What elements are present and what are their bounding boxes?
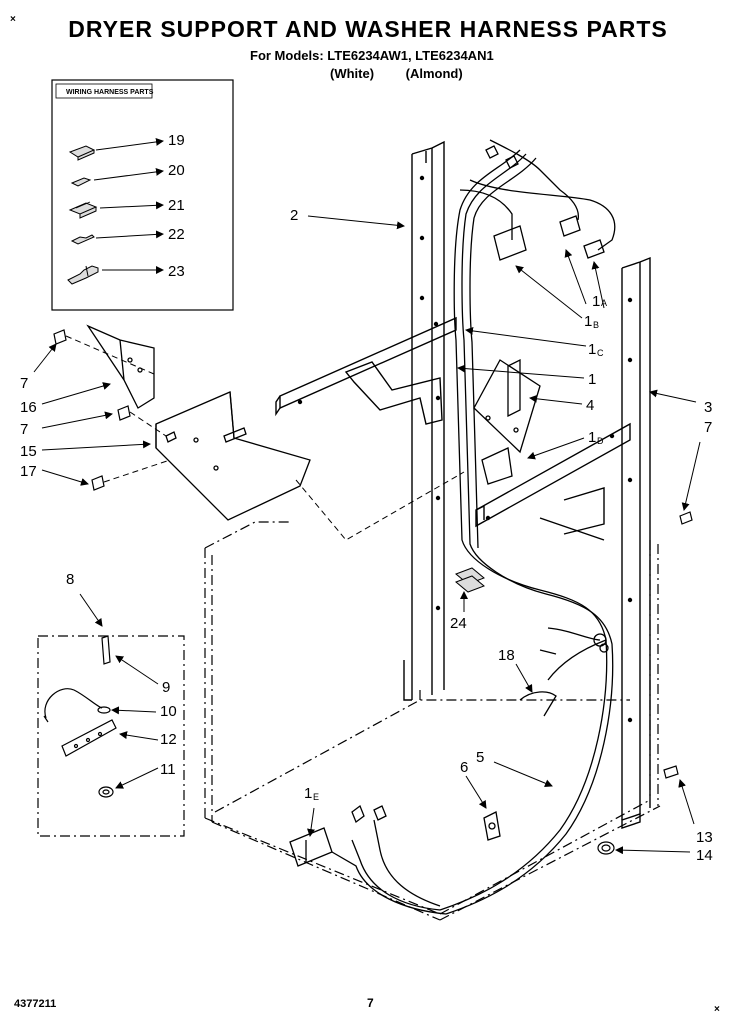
callout-24: 24 — [450, 615, 467, 632]
part-7-screw-right — [679, 511, 693, 525]
bracket-screws-part-7-17 — [53, 329, 131, 491]
callout-6: 6 — [460, 759, 468, 776]
callout-1d-sub: D — [597, 436, 604, 446]
callout-18: 18 — [498, 647, 515, 664]
part-24-pad — [455, 567, 485, 593]
color-white: (White) — [330, 66, 375, 81]
bracket-plate-part-4 — [473, 358, 541, 454]
callout-1c: 1 — [588, 341, 596, 358]
callout-3: 3 — [704, 399, 712, 416]
left-upright-part-2 — [403, 140, 445, 701]
callout-1a: 1 — [592, 293, 600, 310]
lower-cross-brace — [475, 422, 631, 541]
callout-23: 23 — [168, 263, 185, 280]
color-almond: (Almond) — [405, 66, 463, 81]
relay-bracket-part-15 — [155, 391, 311, 521]
registration-mark-bottom-right: × — [714, 1004, 720, 1015]
callout-22: 22 — [168, 226, 185, 243]
callout-1b: 1 — [584, 313, 592, 330]
callout-numbers: 2 3 7 1 A 1 B 1 C 1 4 1 D 24 18 5 6 13 1… — [20, 207, 713, 864]
part-23-terminal — [67, 265, 99, 285]
ground-wire-inset — [37, 635, 185, 837]
callout-7-middle: 7 — [20, 421, 28, 438]
callout-1: 1 — [588, 371, 596, 388]
document-number: 4377211 — [14, 998, 57, 1010]
callout-20: 20 — [168, 162, 185, 179]
callout-13: 13 — [696, 829, 713, 846]
part-19-connector — [68, 145, 96, 161]
callout-17: 17 — [20, 463, 37, 480]
callout-1a-sub: A — [601, 298, 607, 308]
models-line: For Models: LTE6234AW1, LTE6234AN1 — [250, 48, 494, 63]
callout-2: 2 — [290, 207, 298, 224]
leader-lines — [33, 215, 701, 855]
part-14-grommet — [597, 841, 615, 855]
callout-1e-sub: E — [313, 792, 319, 802]
callout-8: 8 — [66, 571, 74, 588]
callout-14: 14 — [696, 847, 713, 864]
page-title: DRYER SUPPORT AND WASHER HARNESS PARTS — [68, 16, 668, 42]
callout-7-right: 7 — [704, 419, 712, 436]
part-21-connector — [68, 201, 98, 219]
callout-21: 21 — [168, 197, 185, 214]
inset-title-box — [55, 83, 153, 99]
registration-mark-top-left: × — [10, 14, 16, 25]
bracket-dashed-leaders — [65, 335, 465, 541]
part-20-terminal — [70, 177, 92, 187]
right-upright-part-3 — [621, 256, 651, 829]
color-line: (White) (Almond) — [330, 66, 463, 81]
callout-12: 12 — [160, 731, 177, 748]
mounting-bracket-part-16 — [86, 324, 155, 409]
ground-wire-parts — [43, 635, 117, 798]
callout-1c-sub: C — [597, 348, 604, 358]
callout-4: 4 — [586, 397, 594, 414]
callout-9: 9 — [162, 679, 170, 696]
callout-15: 15 — [20, 443, 37, 460]
callout-1e: 1 — [304, 785, 312, 802]
inset-title: WIRING HARNESS PARTS — [66, 89, 154, 96]
callout-5: 5 — [476, 749, 484, 766]
part-22-terminal — [70, 234, 95, 245]
callout-1b-sub: B — [593, 320, 599, 330]
callout-11: 11 — [160, 761, 176, 778]
main-wire-harness — [289, 139, 616, 915]
upper-cross-brace — [275, 316, 457, 425]
page-number: 7 — [367, 996, 374, 1010]
callout-10: 10 — [160, 703, 177, 720]
callout-19: 19 — [168, 132, 185, 149]
callout-16: 16 — [20, 399, 37, 416]
inset-border — [51, 79, 234, 311]
callout-1d: 1 — [588, 429, 596, 446]
part-13-screw — [663, 765, 679, 779]
wiring-harness-inset: WIRING HARNESS PARTS 19 20 21 22 23 — [51, 79, 234, 311]
part-6-clip — [483, 811, 501, 841]
callout-7-upper: 7 — [20, 375, 28, 392]
